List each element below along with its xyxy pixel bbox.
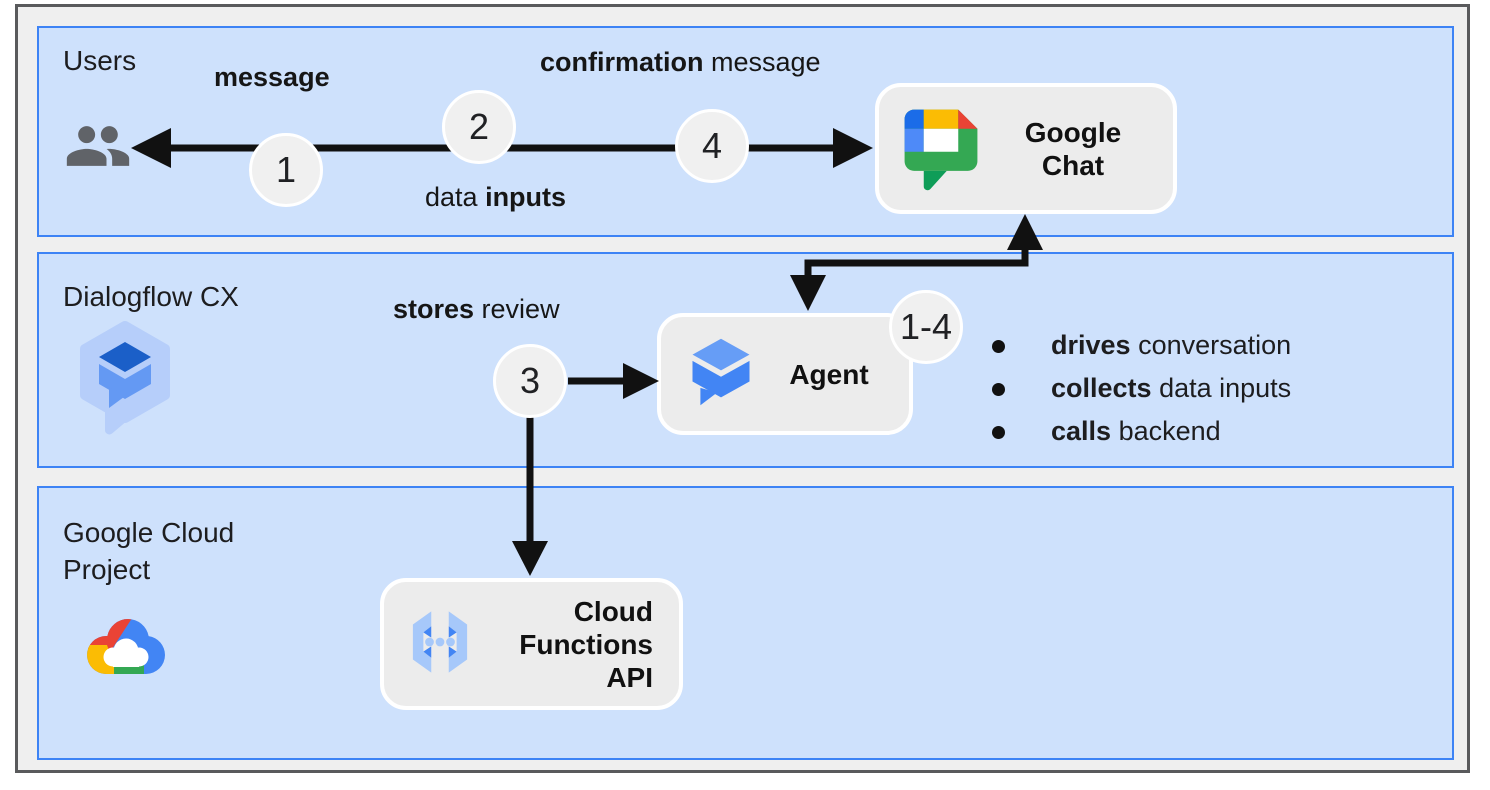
lane-title-dialogflow-cx: Dialogflow CX <box>63 281 239 312</box>
node-cloud-functions-label: Cloud Functions API <box>519 595 653 693</box>
lane-title-google-cloud-project: Google Cloud Project <box>63 517 235 585</box>
step-badge-1: 1 <box>249 133 323 207</box>
node-google-chat: Google Chat <box>875 83 1177 214</box>
bullet-dot <box>992 383 1005 396</box>
google-cloud-icon <box>76 607 172 688</box>
list-item: collects data inputs <box>992 373 1291 416</box>
step-badge-4: 4 <box>675 109 749 183</box>
list-item: drives conversation <box>992 330 1291 373</box>
label-confirmation-message: confirmation message <box>540 47 821 77</box>
agent-capability-list: drives conversation collects data inputs… <box>992 330 1291 459</box>
step-badge-range-1-4: 1-4 <box>889 290 963 364</box>
node-cloud-functions: Cloud Functions API <box>380 578 683 710</box>
label-data-inputs: data inputs <box>425 182 567 212</box>
node-agent: Agent <box>657 313 913 435</box>
label-message: message <box>214 62 330 92</box>
step-badge-3: 3 <box>493 344 567 418</box>
label-stores-review: stores review <box>393 294 560 324</box>
bullet-dot <box>992 340 1005 353</box>
step-badge-2: 2 <box>442 90 516 164</box>
list-item: calls backend <box>992 416 1291 459</box>
node-agent-label: Agent <box>789 358 869 390</box>
users-group-icon <box>64 112 132 185</box>
bullet-dot <box>992 426 1005 439</box>
lane-google-cloud-project <box>37 486 1454 760</box>
lane-title-users: Users <box>63 45 137 76</box>
dialogflow-agent-icon <box>683 332 759 417</box>
node-google-chat-label: Google Chat <box>1024 116 1122 181</box>
google-chat-icon <box>895 100 987 197</box>
cloud-functions-icon <box>398 600 482 689</box>
dialogflow-cx-icon <box>75 320 175 447</box>
